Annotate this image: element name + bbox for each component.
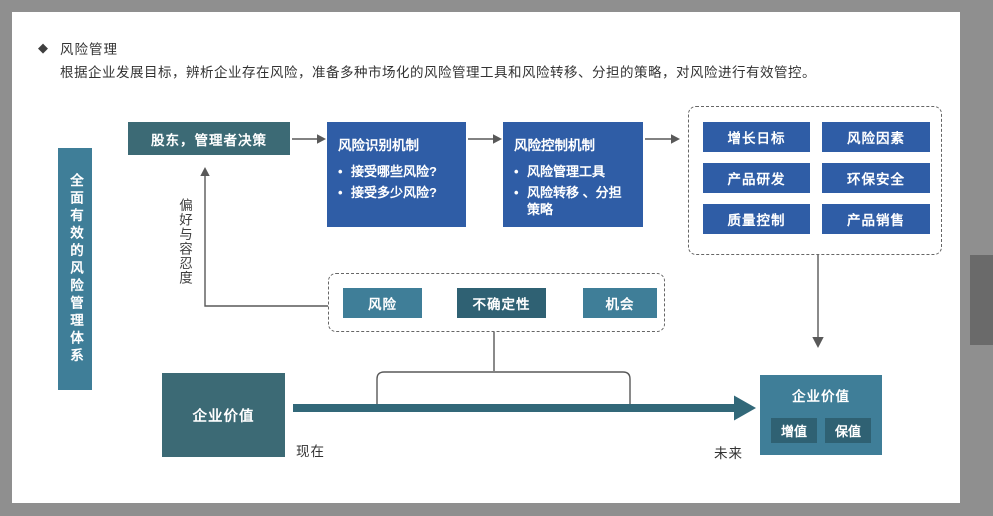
system-vertical-banner-label: 全面有效的风险管理体系 [68,172,83,366]
bullet-dot-icon: • [514,164,519,179]
value-preserve-chip: 保值 [825,418,872,443]
preference-tolerance-text: 偏好与容忍度 [177,198,192,285]
risk-identify-bullet-1-text: 接受哪些风险? [351,164,437,179]
target-product-rd: 产品研发 [703,163,810,193]
preference-tolerance-label: 偏好与容忍度 [174,198,194,302]
decision-box: 股东，管理者决策 [128,122,290,155]
risk-identify-title: 风险识别机制 [338,138,419,153]
scrollbar-thumb[interactable] [970,255,993,345]
risk-identify-bullet-2-text: 接受多少风险? [351,185,437,201]
bullet-dot-icon: • [514,185,519,201]
target-risk-factors: 风险因素 [822,122,930,152]
target-quality-control: 质量控制 [703,204,810,234]
value-future-buttons: 增值 保值 [770,418,872,443]
target-product-sales: 产品销售 [822,204,930,234]
timeline-future-label: 未来 [714,446,743,461]
target-env-safety: 环保安全 [822,163,930,193]
bullet-diamond-icon: ◆ [38,40,48,55]
risk-control-bullet-1-text: 风险管理工具 [527,164,606,179]
page-subtitle: 根据企业发展目标，辨析企业存在风险，准备多种市场化的风险管理工具和风险转移、分担… [60,65,816,80]
target-growth-goal: 增长日标 [703,122,810,152]
risk-control-bullet-2: • 风险转移 、分担策略 [514,185,632,218]
risk-control-title: 风险控制机制 [514,138,595,153]
business-targets-group: 增长日标 风险因素 产品研发 环保安全 质量控制 产品销售 [688,106,942,255]
enterprise-value-future-box: 企业价值 增值 保值 [760,375,882,455]
risk-control-bullet-2-text: 风险转移 、分担策略 [527,185,622,217]
timeline-now-label: 现在 [296,444,325,459]
enterprise-value-future-title: 企业价值 [792,389,850,404]
bullet-dot-icon: • [338,185,343,201]
page-title: 风险管理 [60,42,118,57]
factors-group [328,273,665,332]
bullet-dot-icon: • [338,164,343,179]
risk-control-box: 风险控制机制 • 风险管理工具 • 风险转移 、分担策略 [503,122,643,227]
factor-risk: 风险 [343,288,422,318]
factor-uncertainty: 不确定性 [457,288,546,318]
risk-control-bullet-1: • 风险管理工具 [514,164,632,180]
factor-opportunity: 机会 [583,288,657,318]
value-increase-chip: 增值 [770,418,817,443]
enterprise-value-now-box: 企业价值 [162,373,285,457]
risk-identify-box: 风险识别机制 • 接受哪些风险? • 接受多少风险? [327,122,466,227]
risk-identify-bullet-1: • 接受哪些风险? [338,164,455,180]
risk-identify-bullet-2: • 接受多少风险? [338,185,455,201]
system-vertical-banner: 全面有效的风险管理体系 [58,148,92,390]
